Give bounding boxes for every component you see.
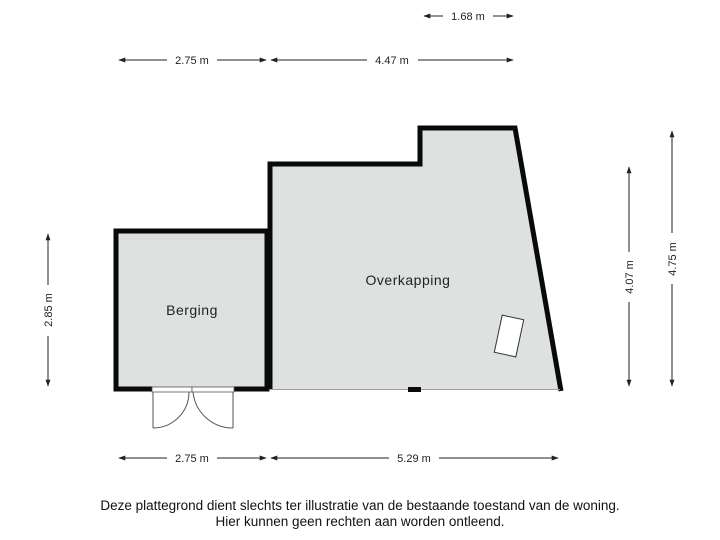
room-label-berging: Berging xyxy=(166,302,218,318)
disclaimer: Deze plattegrond dient slechts ter illus… xyxy=(0,498,720,530)
dimension-left-height: 2.85 m xyxy=(43,233,55,387)
post xyxy=(408,387,421,392)
dimension-label-left-height: 2.85 m xyxy=(43,293,55,327)
berging-walls xyxy=(113,228,270,392)
dimension-top-right: 4.47 m xyxy=(270,55,514,67)
overkapping-floor xyxy=(270,128,561,389)
room-label-overkapping: Overkapping xyxy=(366,272,451,288)
dimension-right-outer-height: 4.75 m xyxy=(667,130,679,387)
dimension-label-right-inner-height: 4.07 m xyxy=(624,260,636,294)
double-door xyxy=(151,386,235,429)
dimension-label-right-outer-height: 4.75 m xyxy=(667,242,679,276)
dimension-label-top-right: 4.47 m xyxy=(375,55,409,67)
dimension-right-inner-height: 4.07 m xyxy=(624,166,636,387)
dimension-top-left: 2.75 m xyxy=(118,55,267,67)
dimension-bottom-left: 2.75 m xyxy=(118,453,267,465)
dimension-bottom-right: 5.29 m xyxy=(270,453,559,465)
disclaimer-line-1: Deze plattegrond dient slechts ter illus… xyxy=(100,498,620,513)
dimension-top-small: 1.68 m xyxy=(423,11,514,23)
overkapping-walls xyxy=(267,125,564,392)
dimension-label-bottom-right: 5.29 m xyxy=(397,453,431,465)
disclaimer-line-2: Hier kunnen geen rechten aan worden ontl… xyxy=(215,514,505,529)
furniture-item xyxy=(493,314,525,358)
berging-floor xyxy=(116,231,267,389)
dimension-label-top-left: 2.75 m xyxy=(175,55,209,67)
dimension-label-bottom-left: 2.75 m xyxy=(175,453,209,465)
dimension-label-top-small: 1.68 m xyxy=(451,11,485,23)
